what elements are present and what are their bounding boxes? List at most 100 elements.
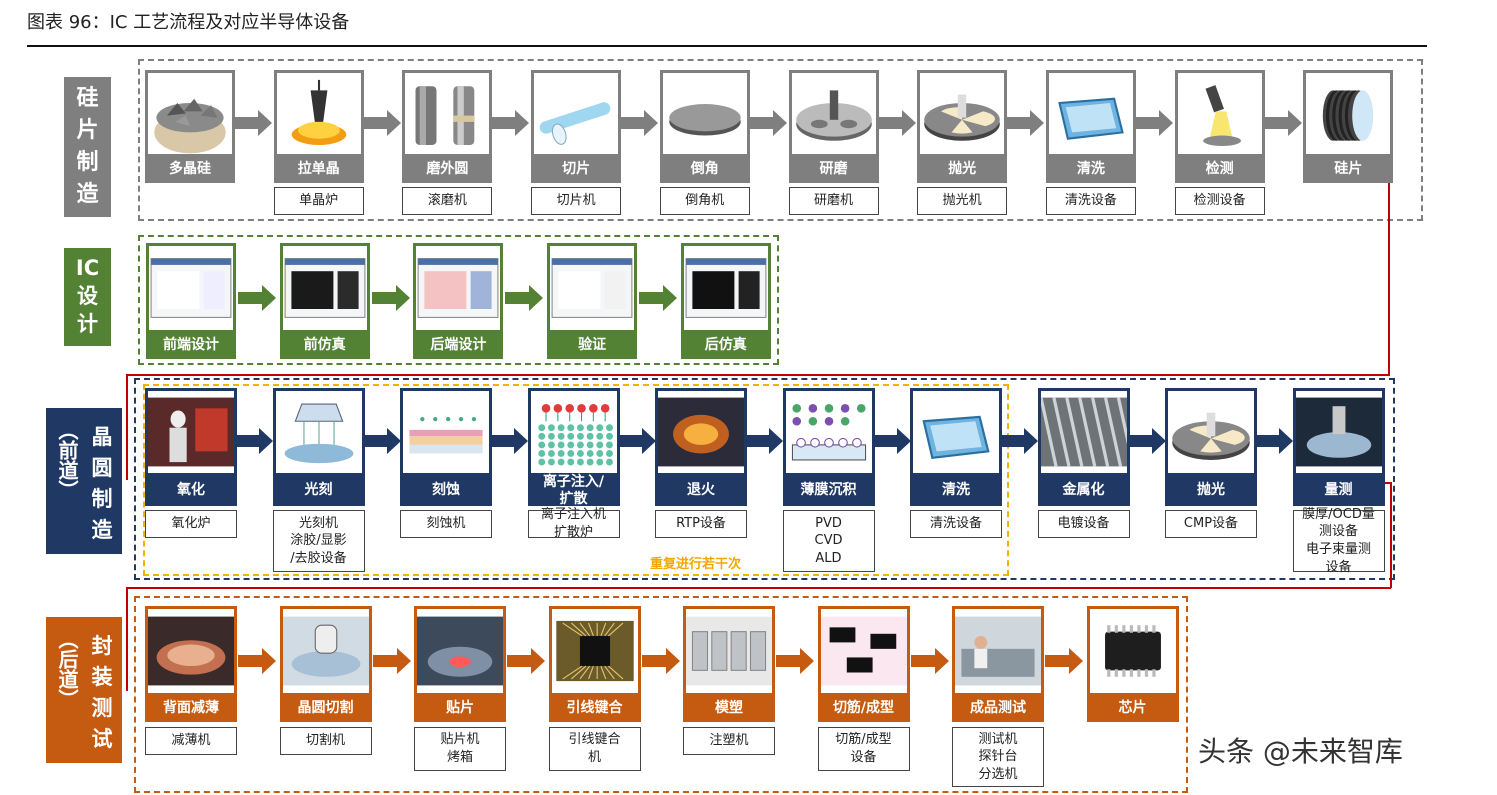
step-name: 光刻: [304, 482, 333, 499]
inspection-beam-icon: [1177, 73, 1262, 154]
wire-bond-chip-icon: [551, 609, 638, 693]
flow-arrow: [1127, 428, 1166, 454]
flow-arrow: [617, 428, 656, 454]
step-name: 后仿真: [704, 337, 747, 354]
design-section-frame: [138, 235, 779, 365]
step-name: 研磨: [819, 161, 848, 178]
step-wafer-3: 切片: [531, 70, 622, 183]
step-backend-5: 切筋/成型: [817, 606, 910, 722]
step-design-1: 前仿真: [279, 243, 370, 359]
step-name: 氧化: [177, 482, 205, 499]
flow-arrow: [235, 428, 273, 454]
equipment-label: 检测设备: [1174, 187, 1265, 215]
step-backend-0: 背面减薄: [145, 606, 237, 722]
step-wafer-4: 倒角: [659, 70, 750, 183]
step-wafer-1: 拉单晶: [273, 70, 364, 183]
flow-arrow: [1263, 110, 1302, 136]
wafer-section-frame: [138, 59, 1423, 221]
step-backend-7: 芯片: [1086, 606, 1179, 722]
verification-screen-icon: [550, 246, 635, 330]
step-name: 清洗: [942, 482, 970, 499]
crystal-furnace-icon: [276, 73, 361, 154]
die-attach-icon: [417, 609, 503, 693]
step-name: 多晶硅: [169, 161, 211, 178]
section-label-backend: （后道） 封 装 测 试: [46, 617, 122, 763]
wafer-slice-icon: [534, 73, 619, 154]
step-name: 抛光: [948, 161, 977, 178]
ingot-rods-icon: [405, 73, 490, 154]
flow-arrow: [234, 110, 272, 136]
flow-arrow: [872, 428, 911, 454]
equipment-label: 膜厚/OCD量 测设备 电子束量测 设备: [1292, 507, 1385, 575]
flow-arrow: [641, 648, 680, 674]
step-name: 硅片: [1334, 161, 1363, 178]
step-design-3: 验证: [547, 243, 638, 359]
equipment-label: 注塑机: [683, 727, 775, 755]
ic-chip-icon: [1089, 609, 1176, 693]
cleaning-tank-icon: [1048, 73, 1133, 154]
step-frontend-5: 薄膜沉积: [782, 388, 875, 506]
step-backend-3: 引线键合: [548, 606, 641, 722]
flow-arrow: [910, 648, 949, 674]
step-name: 倒角: [690, 161, 719, 178]
lapping-plate-icon: [791, 73, 876, 154]
equipment-label: 离子注入机 扩散炉: [527, 507, 620, 540]
etch-diagram-icon: [403, 391, 489, 473]
polysilicon-chunks-icon: [148, 73, 232, 154]
section-label-wafer: 硅 片 制 造: [64, 77, 111, 217]
section-label-frontend: （前道） 晶 圆 制 造: [46, 408, 122, 554]
flow-arrow: [362, 428, 401, 454]
flow-arrow: [371, 285, 410, 311]
step-name: 清洗: [1076, 161, 1105, 178]
equipment-label: 研磨机: [788, 187, 879, 215]
flow-arrow: [362, 110, 401, 136]
equipment-label: 刻蚀机: [400, 510, 492, 538]
equipment-label: 贴片机 烤箱: [414, 727, 506, 771]
flow-arrow: [1045, 648, 1083, 674]
flow-arrow: [748, 110, 787, 136]
step-design-2: 后端设计: [413, 243, 504, 359]
equipment-label: 引线键合 机: [548, 727, 641, 771]
flow-arrow: [1134, 110, 1173, 136]
dicing-saw-icon: [282, 609, 369, 693]
polishing-plate-icon: [1168, 391, 1254, 473]
connector-mid-horizontal: [126, 374, 1390, 376]
polishing-plate-icon: [920, 73, 1005, 154]
equipment-label: CMP设备: [1165, 510, 1257, 538]
equipment-label: 倒角机: [659, 187, 750, 215]
step-frontend-0: 氧化: [145, 388, 237, 506]
step-name: 验证: [578, 337, 607, 354]
connector-left-down-2: [126, 587, 128, 691]
step-name: 前端设计: [163, 337, 219, 354]
lithography-diagram-icon: [275, 391, 362, 473]
step-name: 量测: [1324, 482, 1353, 499]
grinding-wafer-icon: [148, 609, 234, 693]
step-backend-2: 贴片: [414, 606, 506, 722]
flow-arrow: [507, 648, 545, 674]
step-name: 模塑: [715, 700, 743, 717]
flow-arrow: [1255, 428, 1293, 454]
anneal-chamber-icon: [658, 391, 744, 473]
flow-arrow: [238, 285, 276, 311]
step-frontend-8: 抛光: [1165, 388, 1257, 506]
step-frontend-4: 退火: [655, 388, 747, 506]
step-wafer-9: 硅片: [1303, 70, 1394, 183]
deposition-diagram-icon: [785, 391, 872, 473]
step-wafer-0: 多晶硅: [145, 70, 235, 183]
step-backend-6: 成品测试: [952, 606, 1044, 722]
step-name: 后端设计: [430, 337, 487, 354]
step-wafer-5: 研磨: [788, 70, 879, 183]
step-name: 抛光: [1197, 482, 1225, 499]
step-name: 切筋/成型: [832, 700, 895, 717]
ion-implant-diagram-icon: [530, 391, 617, 473]
step-wafer-7: 清洗: [1045, 70, 1136, 183]
step-name: 检测: [1205, 161, 1234, 178]
equipment-label: 抛光机: [917, 187, 1008, 215]
connector-right-stub: [1380, 482, 1391, 484]
step-frontend-1: 光刻: [272, 388, 365, 506]
equipment-label: 电镀设备: [1037, 510, 1130, 538]
step-backend-4: 模塑: [683, 606, 775, 722]
schematic-screen-icon: [149, 246, 233, 330]
backend-side-label: （后道）: [55, 629, 79, 709]
watermark: 头条 @未来智库: [1198, 735, 1403, 768]
